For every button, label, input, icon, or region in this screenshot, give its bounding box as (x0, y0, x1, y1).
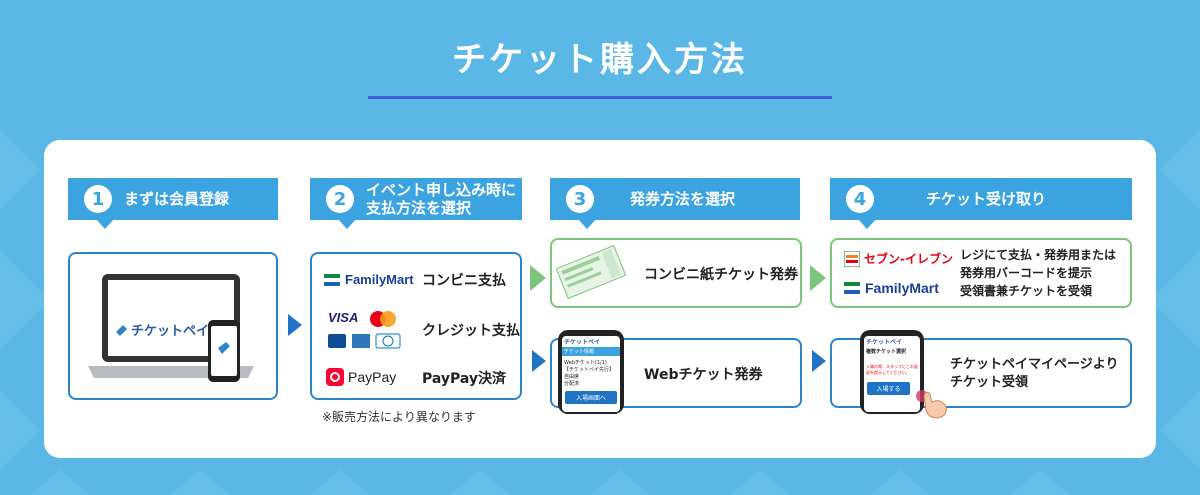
step-1-number: 1 (84, 185, 112, 213)
step-2-number: 2 (326, 185, 354, 213)
jcb-amex-diners-icon (328, 333, 401, 349)
familymart-logo-text: FamilyMart (345, 272, 414, 287)
phone-line-2: 【チケットペイ先行】 (564, 367, 615, 373)
arrow-1-2 (288, 314, 302, 336)
familymart-flag-icon (324, 273, 340, 286)
phone-line-4: 分配済 (564, 381, 580, 387)
step-1-label: まずは会員登録 (124, 190, 230, 208)
arrow-2-3-web (532, 350, 546, 372)
card-logos: VISA (328, 310, 402, 350)
mastercard-icon (370, 311, 396, 327)
step-4-label: チケット受け取り (926, 190, 1047, 208)
web-receive-line2: チケット受領 (950, 375, 1029, 390)
store-receive-text: レジにて支払・発券用または 発券用バーコードを提示 受領書兼チケットを受領 (960, 246, 1116, 300)
page-title: チケット購入方法 (452, 40, 748, 80)
seven-eleven-logo-icon (844, 250, 860, 267)
phone-line-3: 自由席 (564, 374, 580, 380)
step-3-header: 3 発券方法を選択 (550, 178, 800, 229)
arrow-2-3-paper (530, 265, 546, 291)
step-3-label: 発券方法を選択 (630, 190, 736, 208)
step-1-header: 1 まずは会員登録 (68, 178, 278, 229)
step-2-label: イベント申し込み時に 支払方法を選択 (366, 181, 516, 217)
payment-box: FamilyMart コンビニ支払 VISA クレジット支払 PayPay Pa… (310, 252, 522, 400)
arrow-3-4-paper (810, 265, 826, 291)
web-receive-line1: チケットペイマイページより (950, 357, 1119, 372)
ticketpay-logo-text: チケットペイ (131, 324, 210, 339)
step-2-label-line2: 支払方法を選択 (366, 199, 472, 217)
pointing-hand-icon (916, 390, 947, 419)
receive-familymart-logo: FamilyMart (844, 280, 939, 296)
convenience-payment-label: コンビニ支払 (422, 273, 506, 289)
paper-ticket-icon (556, 244, 626, 300)
phone-enter-button[interactable]: 入場画面へ (565, 391, 617, 404)
paypay-logo-text: PayPay (348, 369, 397, 385)
step-2-header: 2 イベント申し込み時に 支払方法を選択 (310, 178, 522, 229)
web-ticket-label: Webチケット発券 (644, 367, 763, 383)
payment-note: ※販売方法により異なります (322, 410, 476, 424)
receive-familymart-logo-text: FamilyMart (865, 280, 939, 296)
title-underline (368, 96, 832, 99)
receive-phone-screen: チケットペイ 複数チケット選択 入場の際、スタッフにこの画面を提示してください。… (864, 336, 920, 412)
receive-familymart-flag-icon (844, 282, 860, 294)
paypay-payment-label: PayPay決済 (422, 371, 507, 387)
seven-eleven-logo-text: セブン-イレブン (864, 252, 953, 266)
ticketpay-logo: チケットペイ (114, 320, 209, 339)
arrow-3-4-web (812, 350, 826, 372)
store-receive-box: セブン-イレブン FamilyMart レジにて支払・発券用または 発券用バーコ… (830, 238, 1132, 308)
receive-phone-app-name: チケットペイ (866, 339, 903, 346)
visa-logo: VISA (328, 310, 359, 325)
receive-phone-enter-button[interactable]: 入場する (867, 382, 910, 395)
phone-header: チケット情報 (562, 347, 620, 356)
receive-phone-header: 複数チケット選択 (866, 349, 907, 355)
web-ticket-phone-screen: チケットペイ チケット情報 Webチケット(1/1) 【チケットペイ先行】 自由… (562, 336, 620, 412)
register-box: チケットペイ (68, 252, 278, 400)
familymart-logo: FamilyMart (324, 272, 414, 287)
seven-eleven-logo: セブン-イレブン (844, 250, 953, 267)
step-4-number: 4 (846, 185, 874, 213)
store-receive-line3: 受領書兼チケットを受領 (960, 284, 1093, 298)
store-receive-line1: レジにて支払・発券用または (960, 248, 1117, 262)
ticketpay-logo-icon (116, 324, 127, 336)
web-receive-text: チケットペイマイページより チケット受領 (950, 356, 1118, 392)
steps-card: 1 まずは会員登録 2 イベント申し込み時に 支払方法を選択 3 発券方法を選択… (44, 140, 1156, 458)
phone-app-name: チケットペイ (564, 339, 601, 346)
phone-line-1: Webチケット(1/1) (564, 360, 607, 366)
paper-ticket-box: コンビニ紙チケット発券 (550, 238, 802, 308)
receive-phone-warning: 入場の際、スタッフにこの画面を提示してください。 (866, 364, 918, 375)
step-3-number: 3 (566, 185, 594, 213)
laptop-illustration (88, 274, 254, 382)
store-receive-line2: 発券用バーコードを提示 (960, 266, 1093, 280)
paper-ticket-label: コンビニ紙チケット発券 (644, 267, 798, 283)
receive-phone: チケットペイ 複数チケット選択 入場の際、スタッフにこの画面を提示してください。… (860, 330, 924, 414)
paypay-logo: PayPay (326, 368, 396, 386)
web-ticket-phone: チケットペイ チケット情報 Webチケット(1/1) 【チケットペイ先行】 自由… (558, 330, 624, 414)
step-4-header: 4 チケット受け取り (830, 178, 1132, 229)
step-2-label-line1: イベント申し込み時に (366, 181, 517, 199)
credit-payment-label: クレジット支払 (422, 323, 520, 339)
paypay-logo-icon (326, 368, 344, 386)
